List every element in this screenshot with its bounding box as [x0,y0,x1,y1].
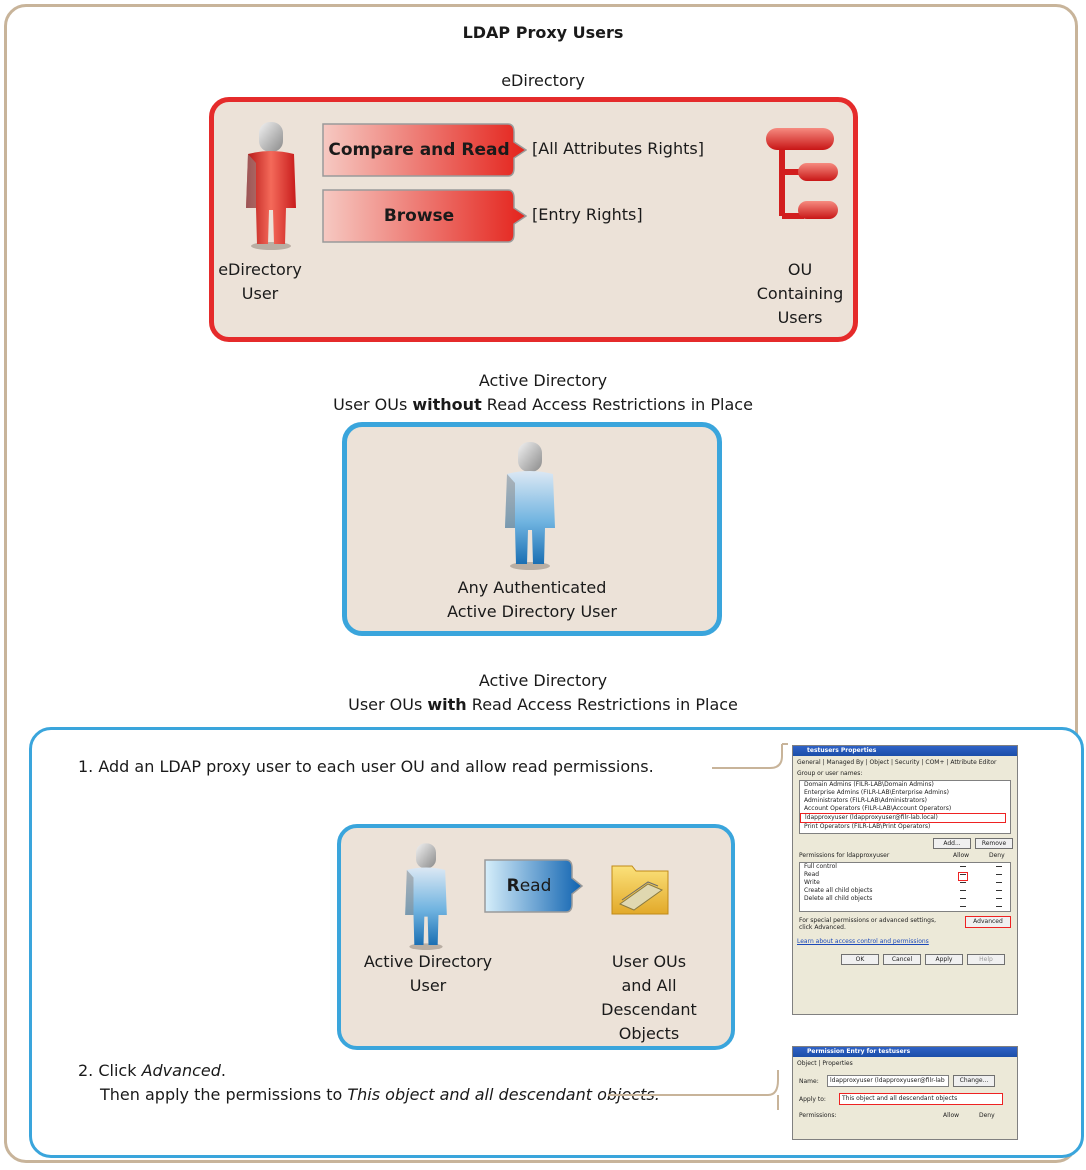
ou-label-2: Containing [756,284,844,303]
add-button[interactable]: Add... [933,838,971,849]
browse-arrow-shape [322,189,527,243]
user-ous-label-1: User OUs [611,952,687,971]
ad-without-heading-2: User OUs without Read Access Restriction… [333,395,753,414]
edirectory-panel [209,97,858,342]
security-dialog-screenshot: testusers Properties General | Managed B… [792,745,1018,1015]
permission-entry-tabs[interactable]: Object | Properties [797,1060,853,1067]
group-list[interactable]: Domain Admins (FILR-LAB\Domain Admins) E… [799,780,1011,834]
ou-label-1: OU [787,260,813,279]
perm-row: Create all child objects [804,887,873,894]
advanced-button[interactable]: Advanced [965,916,1011,928]
apply-to-label: Apply to: [799,1096,826,1103]
ok-button[interactable]: OK [841,954,879,965]
perm-label: Permissions for ldapproxyuser [799,852,890,859]
allow-checkboxes[interactable] [960,865,966,909]
edirectory-user-label-1: eDirectory [218,260,302,279]
permissions-label: Permissions: [799,1112,837,1119]
all-attributes-rights-label: [All Attributes Rights] [532,139,704,158]
allow-header: Allow [953,852,970,859]
read-allow-checkbox[interactable] [958,872,968,881]
group-entry[interactable]: Enterprise Admins (FILR-LAB\Enterprise A… [804,789,950,796]
group-entry[interactable]: Account Operators (FILR-LAB\Account Oper… [804,805,952,812]
name-field[interactable]: ldapproxyuser (ldapproxyuser@filr-lab [827,1075,949,1087]
edirectory-user-label-2: User [241,284,279,303]
step-1-connector [712,743,788,769]
allow-label: Allow [943,1112,960,1119]
change-button[interactable]: Change... [953,1075,995,1087]
group-entry[interactable]: Administrators (FILR-LAB\Administrators) [804,797,928,804]
user-ous-label-2: and All [621,976,677,995]
apply-to-select[interactable]: This object and all descendant objects [839,1093,1003,1105]
user-ous-label-4: Objects [618,1024,680,1043]
name-label: Name: [799,1078,819,1085]
permission-entry-dialog-screenshot: Permission Entry for testusers Object | … [792,1046,1018,1140]
group-entry[interactable]: Domain Admins (FILR-LAB\Domain Admins) [804,781,934,788]
security-dialog-title: testusers Properties [793,746,1017,756]
special-permissions-text: For special permissions or advanced sett… [799,917,937,931]
ad-user-label-1: Active Directory [363,952,493,971]
ad-without-heading-1: Active Directory [478,371,608,390]
ou-label-3: Users [777,308,823,327]
step-2b-text: Then apply the permissions to This objec… [100,1085,660,1104]
step-2-text: 2. Click Advanced. [78,1061,226,1080]
compare-read-arrow-shape [322,123,527,177]
step-2-connector [608,1070,779,1110]
perm-row: Write [804,879,820,886]
read-arrow-shape [484,859,584,913]
ad-with-heading-1: Active Directory [478,671,608,690]
compare-read-label: Compare and Read [328,140,510,160]
remove-button[interactable]: Remove [975,838,1013,849]
group-names-label: Group or user names: [797,770,863,777]
authenticated-user-icon [505,442,555,570]
authenticated-user-label-2: Active Directory User [447,602,617,621]
perm-row: Delete all child objects [804,895,873,902]
browse-label: Browse [383,206,455,226]
permission-list[interactable]: Full control Read Write Create all child… [799,862,1011,912]
deny-label: Deny [979,1112,995,1119]
diagram-title: LDAP Proxy Users [462,23,624,42]
edirectory-heading: eDirectory [501,71,585,90]
step-1-text: 1. Add an LDAP proxy user to each user O… [78,757,654,776]
permission-entry-title: Permission Entry for testusers [793,1047,1017,1057]
perm-row: Read [804,871,820,878]
ad-with-heading-2: User OUs with Read Access Restrictions i… [348,695,738,714]
deny-header: Deny [989,852,1005,859]
learn-link[interactable]: Learn about access control and permissio… [797,938,929,945]
apply-button[interactable]: Apply [925,954,963,965]
user-ous-label-3: Descendant [601,1000,697,1019]
group-entry[interactable]: Print Operators (FILR-LAB\Print Operator… [804,823,931,830]
authenticated-user-label-1: Any Authenticated [457,578,607,597]
entry-rights-label: [Entry Rights] [532,205,643,224]
ad-user-label-2: User [409,976,447,995]
help-button[interactable]: Help [967,954,1005,965]
perm-row: Full control [804,863,837,870]
security-dialog-tabs[interactable]: General | Managed By | Object | Security… [797,759,997,766]
ou-tree-icon [766,128,838,219]
ou-folder-icon [611,865,669,915]
deny-checkboxes[interactable] [996,865,1002,909]
group-entry-selected[interactable]: ldapproxyuser (ldapproxyuser@filr-lab.lo… [800,813,1006,823]
edirectory-user-icon [246,122,296,250]
cancel-button[interactable]: Cancel [883,954,921,965]
active-directory-user-icon [405,843,447,950]
